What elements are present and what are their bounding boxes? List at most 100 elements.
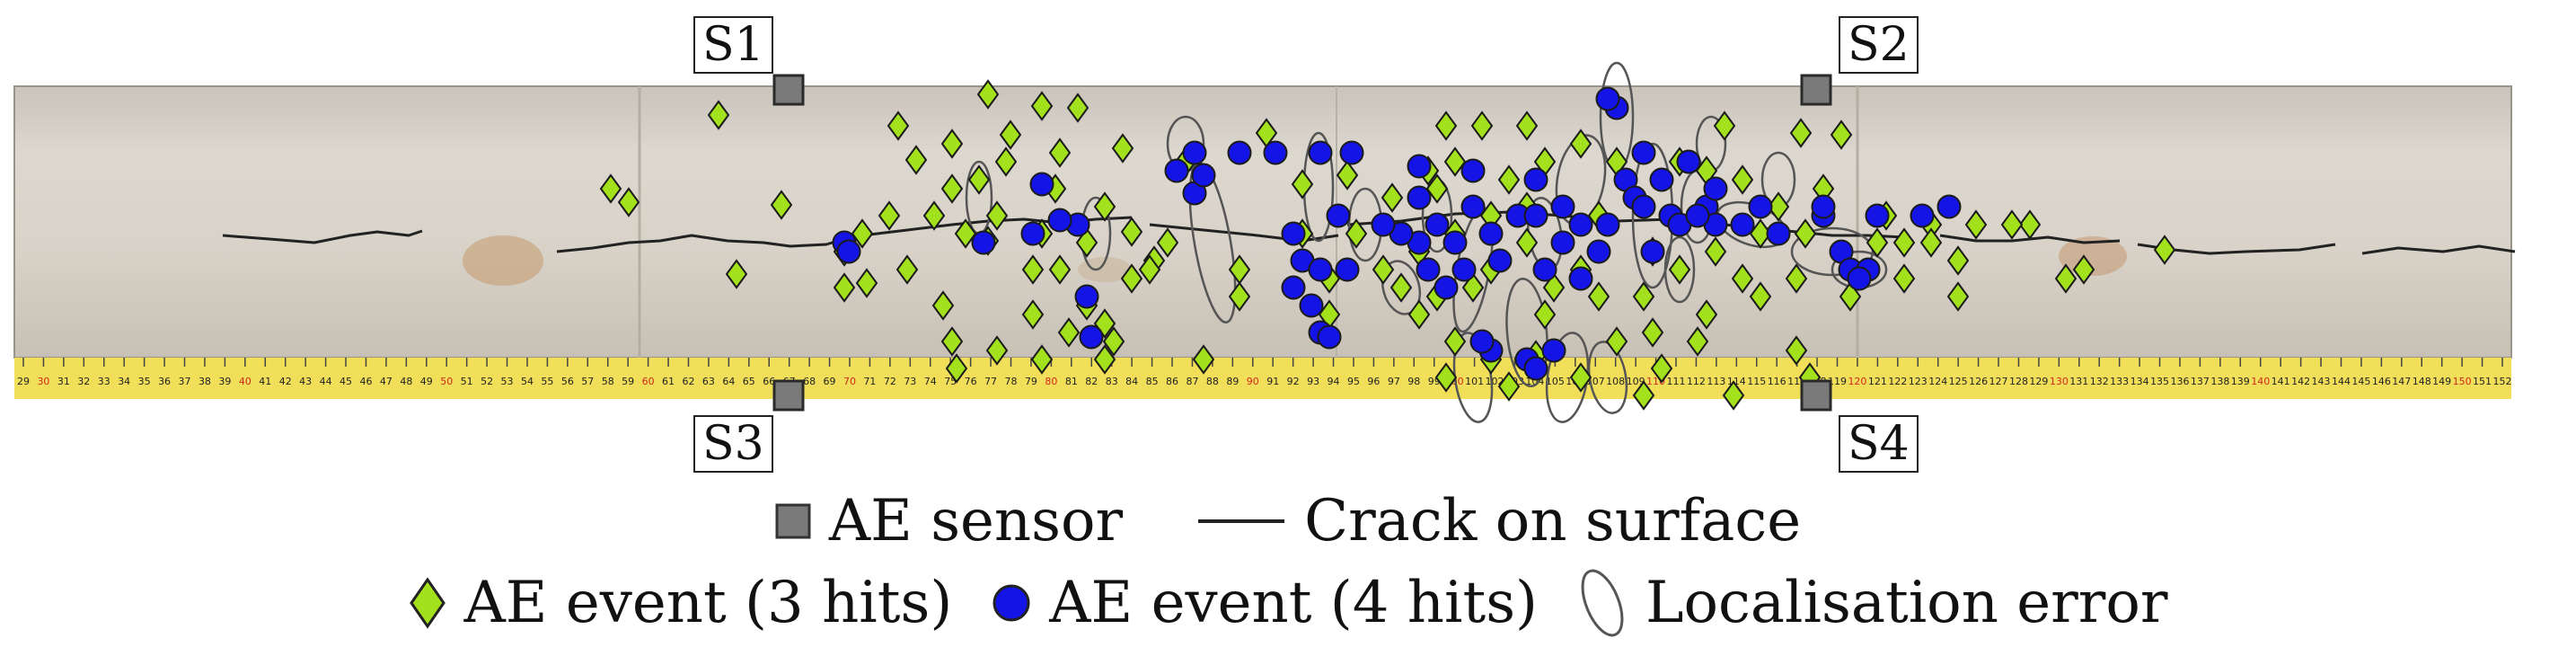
ae-event-3-marker: [1156, 227, 1179, 258]
ae-event-4-marker: [1326, 203, 1351, 228]
sensor-square-icon: [775, 503, 811, 539]
ae-event-3-marker: [1830, 120, 1853, 150]
diamond-icon: [409, 577, 446, 629]
ae-event-3-marker: [1641, 317, 1664, 348]
ellipse-icon: [1581, 569, 1624, 637]
tape-number: 128: [2009, 376, 2028, 387]
ae-event-3-marker: [707, 100, 730, 130]
tape-number: 39: [218, 376, 231, 387]
ae-event-3-marker: [2153, 235, 2176, 265]
ae-event-3-marker: [1919, 227, 1943, 258]
ae-sensor-s3: [772, 379, 805, 412]
ae-event-4-marker: [1936, 194, 1962, 219]
tape-number: 133: [2110, 376, 2129, 387]
tape-number: 122: [1888, 376, 1907, 387]
legend-item-error: Localisation error: [1577, 565, 2167, 641]
ae-event-4-marker: [1703, 176, 1728, 201]
ae-event-3-marker: [1731, 263, 1754, 294]
ae-event-3-marker: [2000, 209, 2024, 240]
ae-event-3-marker: [1794, 218, 1817, 249]
ae-event-3-marker: [1497, 164, 1521, 195]
tape-number: 108: [1606, 376, 1625, 387]
ae-event-3-marker: [1632, 281, 1655, 312]
tape-number: 49: [420, 376, 433, 387]
tape-number: 95: [1347, 376, 1360, 387]
ae-event-3-marker: [985, 200, 1009, 231]
tape-number: 69: [824, 376, 836, 387]
ae-event-4-marker: [1308, 257, 1333, 282]
ae-event-3-marker: [1533, 299, 1557, 330]
tape-number: 140: [2251, 376, 2270, 387]
ae-event-4-marker: [1595, 212, 1620, 237]
tape-number: 77: [984, 376, 997, 387]
tape-number: 144: [2332, 376, 2351, 387]
tape-number: 152: [2493, 376, 2512, 387]
ae-event-3-marker: [1713, 111, 1736, 141]
ae-event-4-marker: [1586, 239, 1611, 264]
ae-event-3-marker: [833, 272, 856, 303]
tape-number: 130: [2050, 376, 2069, 387]
crack-line: [861, 216, 1133, 237]
ae-event-3-marker: [940, 173, 964, 204]
ae-event-3-marker: [1785, 263, 1808, 294]
ae-event-4-marker: [1478, 221, 1504, 246]
ae-event-3-marker: [904, 145, 928, 175]
ae-sensor-s4: [1800, 379, 1832, 412]
tape-number: 129: [2029, 376, 2048, 387]
tape-number: 30: [37, 376, 49, 387]
ae-event-4-marker: [1640, 239, 1665, 264]
tape-number: 47: [380, 376, 393, 387]
tape-number: 41: [259, 376, 271, 387]
tape-number: 131: [2069, 376, 2088, 387]
ae-event-3-marker: [994, 146, 1018, 177]
tape-number: 149: [2432, 376, 2451, 387]
ae-event-3-marker: [1892, 263, 1916, 294]
tape-number: 35: [138, 376, 151, 387]
ae-event-4-marker: [1748, 194, 1773, 219]
error-ellipse: [1381, 260, 1422, 315]
ae-event-4-marker: [1263, 140, 1288, 165]
ae-event-3-marker: [1021, 254, 1045, 285]
tape-number: 138: [2210, 376, 2229, 387]
tape-number: 92: [1287, 376, 1300, 387]
tape-number: 126: [1969, 376, 1988, 387]
ae-event-4-marker: [1182, 140, 1207, 165]
tape-number: 145: [2351, 376, 2370, 387]
tape-number: 37: [179, 376, 191, 387]
ae-event-4-marker: [1676, 149, 1701, 174]
tape-number: 74: [924, 376, 937, 387]
legend-item-event3: AE event (3 hits): [409, 570, 952, 636]
ae-event-3-marker: [1381, 182, 1404, 213]
tape-number: 65: [743, 376, 755, 387]
ae-event-4-marker: [1811, 194, 1836, 219]
tape-number: 151: [2473, 376, 2492, 387]
ae-event-3-marker: [1066, 93, 1090, 123]
tape-number: 112: [1687, 376, 1706, 387]
ae-event-4-marker: [1469, 329, 1495, 354]
tape-number: 111: [1667, 376, 1686, 387]
tape-number: 58: [602, 376, 614, 387]
ae-event-4-marker: [1451, 257, 1477, 282]
ae-event-3-marker: [1434, 111, 1458, 141]
ae-event-3-marker: [1336, 160, 1359, 191]
tape-number: 102: [1486, 376, 1504, 387]
ae-event-3-marker: [1632, 380, 1655, 411]
tape-number: 121: [1868, 376, 1887, 387]
tape-number: 86: [1166, 376, 1178, 387]
tape-number: 71: [863, 376, 876, 387]
crack-line: [556, 234, 845, 253]
tape-number: 147: [2392, 376, 2411, 387]
ae-event-3-marker: [967, 164, 991, 195]
ae-event-3-marker: [617, 187, 640, 217]
tape-number: 125: [1949, 376, 1968, 387]
ae-event-4-marker: [1847, 266, 1872, 291]
tape-strip: [14, 358, 2511, 399]
tape-number: 43: [299, 376, 312, 387]
crack-line-icon: [1198, 519, 1285, 523]
legend-label-crack: Crack on surface: [1304, 488, 1802, 554]
ae-sensor-s2: [1800, 74, 1832, 106]
tape-number: 98: [1407, 376, 1420, 387]
ae-event-3-marker: [1345, 218, 1368, 249]
ae-event-4-marker: [1029, 172, 1054, 197]
tape-number: 54: [521, 376, 534, 387]
